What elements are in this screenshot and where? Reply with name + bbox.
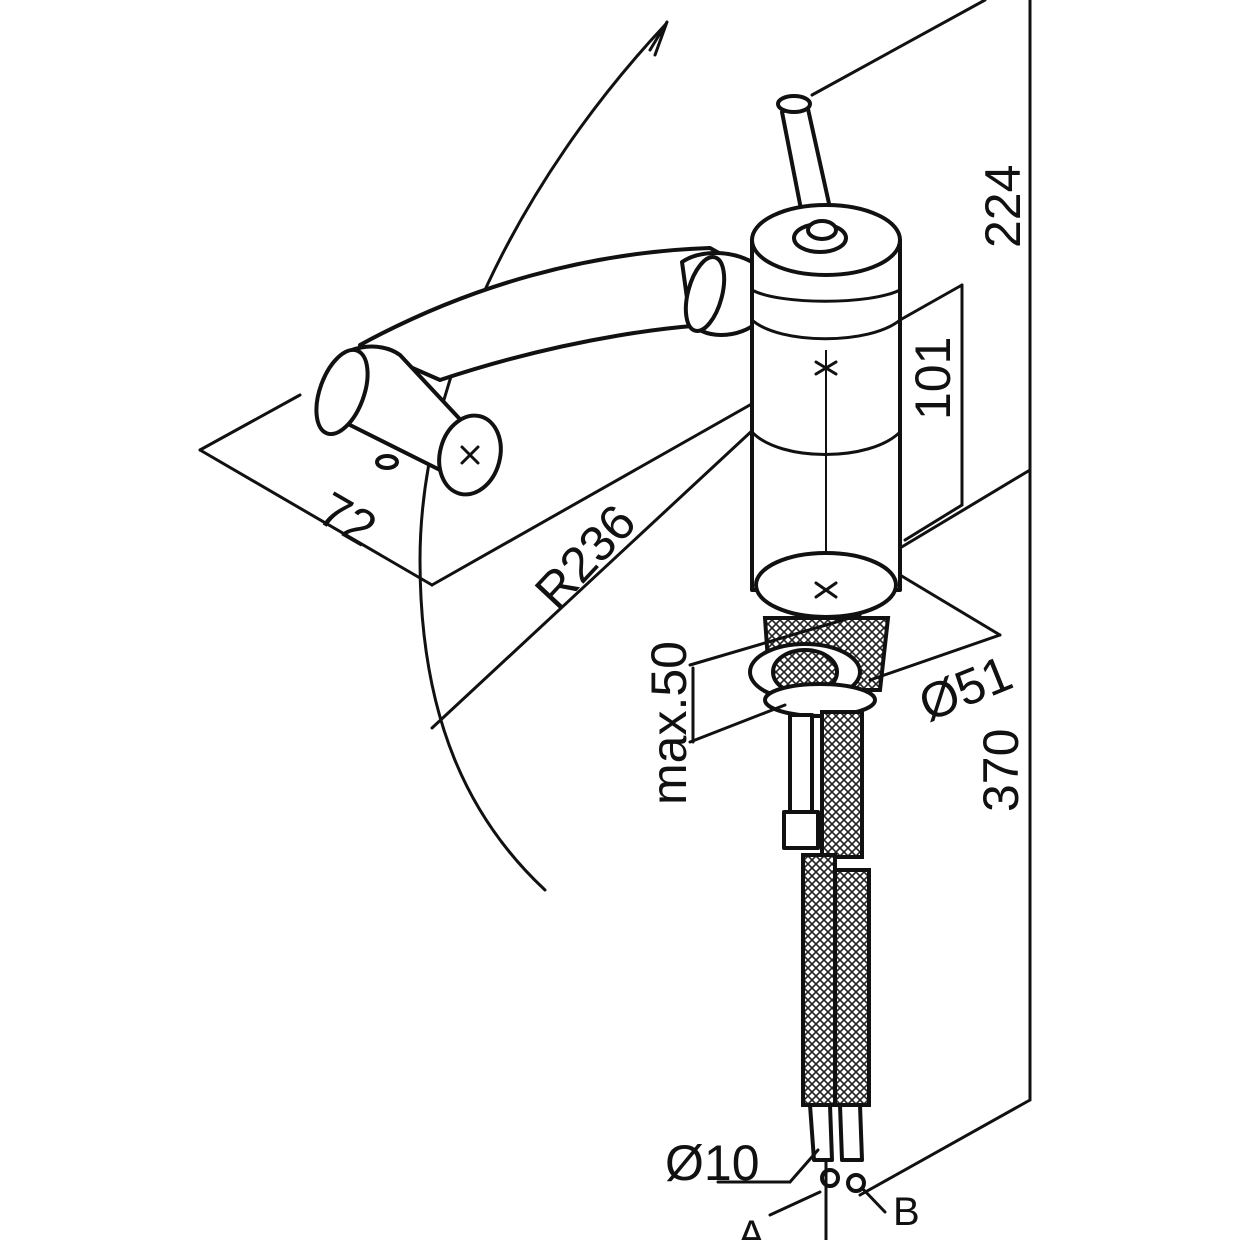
center-mark-top-icon: [814, 360, 838, 376]
dim-diameter-10-label: Ø10: [665, 1135, 760, 1191]
swivel-arc: [418, 23, 667, 892]
hoses: [782, 710, 871, 1240]
base-diameter-dimension: [868, 573, 1002, 682]
dim-72-label: 72: [310, 481, 386, 557]
dim-max50-label: max.50: [641, 641, 697, 805]
spout-arm: [314, 246, 762, 497]
outlet-center-mark-icon: [460, 445, 480, 465]
center-mark-bottom-icon: [814, 581, 838, 599]
dim-101-label: 101: [905, 337, 961, 420]
hose-b-label: B: [893, 1190, 920, 1234]
mounting-base: [748, 616, 891, 718]
spout-width-dimension: [198, 393, 434, 587]
dim-224-label: 224: [975, 165, 1031, 248]
deck-thickness-dimension: [688, 613, 862, 744]
body-height-dimension: [898, 283, 964, 542]
dim-diameter-51-label: Ø51: [911, 645, 1020, 732]
arc-arrow-top-icon: [648, 20, 669, 57]
dim-r236-label: R236: [524, 494, 646, 620]
faucet-body: [750, 203, 902, 619]
hose-a-label: A: [738, 1213, 765, 1240]
hose-leaders: [716, 1148, 887, 1217]
height-dimension-line: [810, 0, 1032, 1197]
dim-370-label: 370: [973, 729, 1029, 812]
